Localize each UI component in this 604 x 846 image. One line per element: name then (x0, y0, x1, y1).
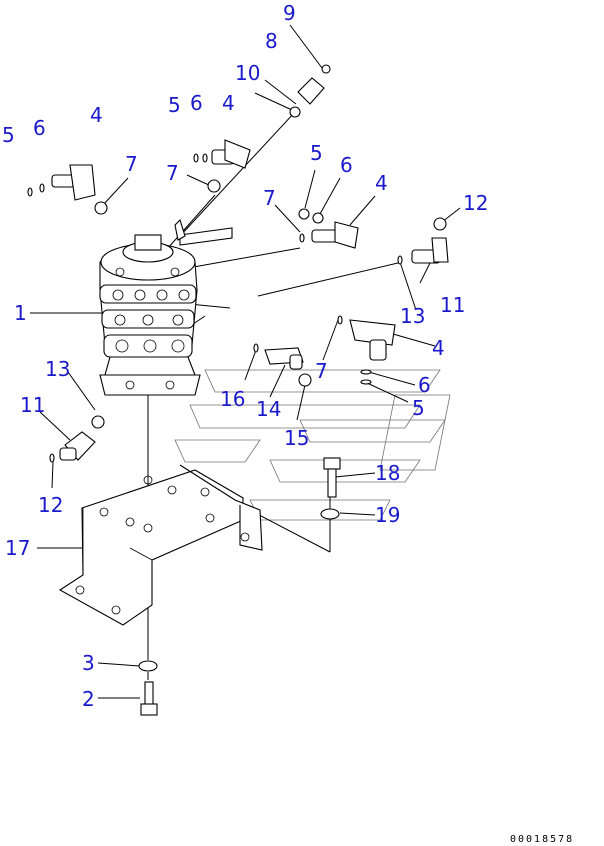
fitting-14 (264, 347, 304, 370)
label-5d: 5 (412, 396, 425, 420)
label-16: 16 (220, 387, 245, 411)
plugs-and-seals (27, 64, 447, 672)
bolt-2 (140, 681, 158, 716)
label-15: 15 (284, 426, 309, 450)
label-5b: 5 (168, 93, 181, 117)
label-9: 9 (283, 1, 296, 25)
label-5c: 5 (310, 141, 323, 165)
label-7c: 7 (263, 186, 276, 210)
watermark-logo (174, 369, 451, 521)
label-8: 8 (265, 29, 278, 53)
elbow-fitting-11-upper (411, 237, 449, 264)
label-10: 10 (235, 61, 260, 85)
label-3: 3 (82, 651, 95, 675)
mounting-bracket (58, 464, 263, 626)
label-13b: 13 (45, 357, 70, 381)
label-6d: 6 (418, 373, 431, 397)
label-7d: 7 (315, 359, 328, 383)
label-14: 14 (256, 397, 281, 421)
drawing-code: 00018578 (510, 834, 574, 845)
elbow-fitting-4d (349, 319, 396, 361)
label-12b: 12 (38, 493, 63, 517)
label-12a: 12 (463, 191, 488, 215)
label-1: 1 (14, 301, 27, 325)
label-4d: 4 (432, 336, 445, 360)
valve-assembly (99, 218, 233, 396)
label-13a: 13 (400, 304, 425, 328)
label-11b: 11 (20, 393, 45, 417)
label-4b: 4 (222, 91, 235, 115)
label-6a: 6 (33, 116, 46, 140)
label-7a: 7 (125, 152, 138, 176)
elbow-fitting-4c (311, 221, 359, 249)
label-11a: 11 (440, 293, 465, 317)
callout-labels: 1 2 3 4 4 4 4 5 5 5 5 6 6 6 6 7 7 7 7 8 … (2, 1, 488, 711)
label-18: 18 (375, 461, 400, 485)
elbow-fitting-4a (51, 164, 96, 201)
label-6c: 6 (340, 153, 353, 177)
elbow-fitting-11-lower (59, 431, 96, 461)
fitting-8 (297, 77, 325, 105)
label-6b: 6 (190, 91, 203, 115)
bolt-18 (323, 457, 341, 498)
label-17: 17 (5, 536, 30, 560)
label-7b: 7 (166, 161, 179, 185)
label-4c: 4 (375, 171, 388, 195)
label-2: 2 (82, 687, 95, 711)
elbow-fitting-4b (211, 139, 251, 169)
label-4a: 4 (90, 103, 103, 127)
label-19: 19 (375, 503, 400, 527)
label-5a: 5 (2, 123, 15, 147)
